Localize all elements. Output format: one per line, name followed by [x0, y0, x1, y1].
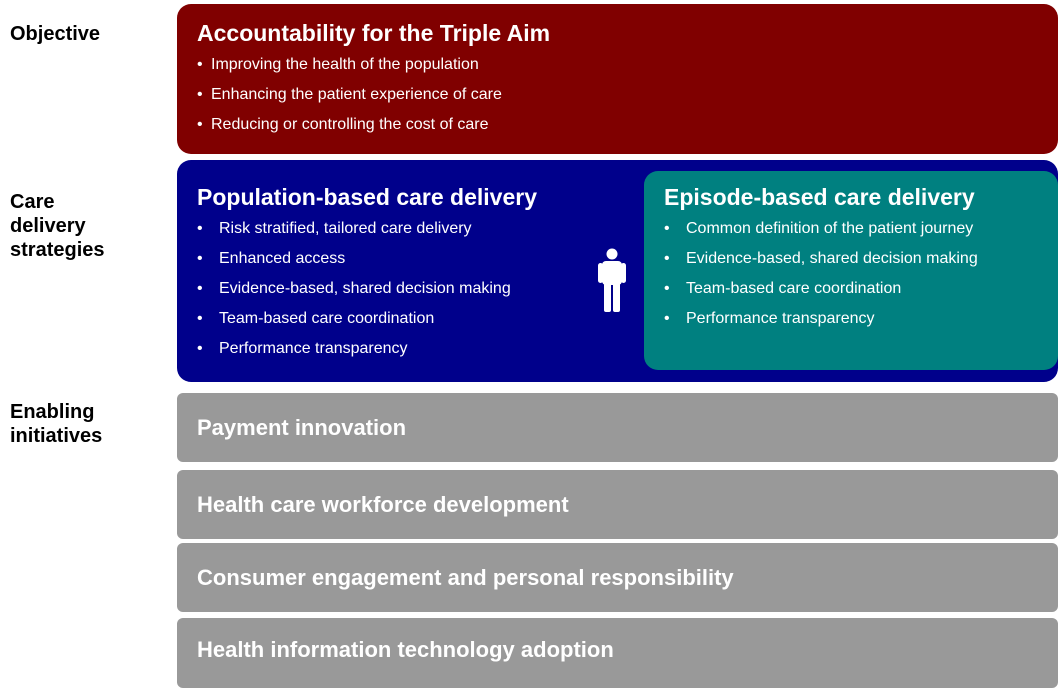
episode-bullet: Evidence-based, shared decision making — [664, 248, 1058, 269]
objective-row-label: Objective — [10, 22, 160, 46]
enabling-label-line-2: initiatives — [10, 425, 103, 447]
objective-bullet: Reducing or controlling the cost of care — [197, 114, 1058, 135]
episode-title: Episode-based care delivery — [664, 184, 975, 210]
care-label-line-1: Care — [10, 191, 55, 213]
care-delivery-row-label: Care delivery strategies — [10, 190, 160, 262]
initiative-bar-payment: Payment innovation — [177, 393, 1058, 462]
objective-bullet: Improving the health of the population — [197, 54, 1058, 75]
care-label-line-2: delivery — [10, 215, 86, 237]
population-bullet: Team-based care coordination — [197, 308, 617, 329]
objective-bullet-list: Improving the health of the population E… — [197, 54, 1058, 135]
person-icon — [598, 248, 626, 312]
objective-label-text: Objective — [10, 23, 101, 45]
objective-bullet: Enhancing the patient experience of care — [197, 84, 1058, 105]
population-title: Population-based care delivery — [197, 184, 538, 210]
episode-bullet: Performance transparency — [664, 308, 1058, 329]
population-bullet: Evidence-based, shared decision making — [197, 278, 617, 299]
population-bullet: Enhanced access — [197, 248, 617, 269]
care-label-line-3: strategies — [10, 239, 105, 261]
initiative-bar-consumer: Consumer engagement and personal respons… — [177, 543, 1058, 612]
population-bullet-list: Risk stratified, tailored care delivery … — [197, 218, 617, 359]
initiative-bar-workforce: Health care workforce development — [177, 470, 1058, 539]
episode-bullet: Common definition of the patient journey — [664, 218, 1058, 239]
population-column: Population-based care delivery Risk stra… — [197, 182, 617, 368]
population-bullet: Performance transparency — [197, 338, 617, 359]
population-bullet: Risk stratified, tailored care delivery — [197, 218, 617, 239]
objective-title: Accountability for the Triple Aim — [197, 20, 551, 46]
enabling-label-line-1: Enabling — [10, 401, 95, 423]
enabling-row-label: Enabling initiatives — [10, 400, 160, 448]
objective-box: Accountability for the Triple Aim Improv… — [177, 4, 1058, 154]
initiative-bar-health-it: Health information technology adoption — [177, 618, 1058, 688]
episode-bullet-list: Common definition of the patient journey… — [664, 218, 1058, 329]
episode-bullet: Team-based care coordination — [664, 278, 1058, 299]
episode-box: Episode-based care delivery Common defin… — [644, 171, 1058, 370]
